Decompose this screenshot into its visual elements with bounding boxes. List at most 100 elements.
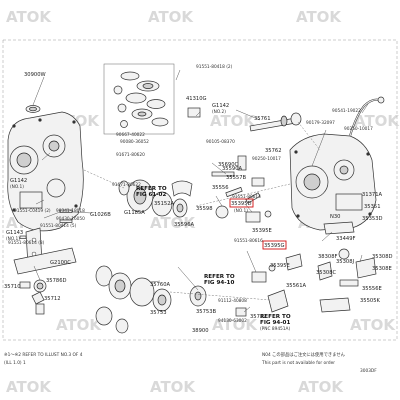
part-label: 91551-80614 (8) (8, 240, 45, 246)
footnote-right: This part is not available for order (261, 360, 335, 366)
part-label: 35395E (270, 263, 290, 269)
refer-note: FIG 61-02 (136, 192, 166, 198)
part-35395g (251, 264, 276, 283)
watermark-logo: ATOK (56, 316, 102, 334)
part-label: 35753B (196, 309, 217, 315)
part-label: G1142 (212, 103, 229, 109)
part-label: G1143 (6, 230, 23, 236)
plate-g2100c (13, 247, 77, 275)
shift-parts-35596a (211, 171, 265, 219)
transaxle-housing-right (289, 133, 377, 231)
part-label: 90179-32097 (306, 120, 335, 126)
watermark-logo: ATOK (150, 214, 196, 232)
watermark-logo: ATOK (298, 378, 344, 396)
part-label: 35690C (218, 162, 239, 168)
part-label: 35710 (4, 284, 21, 290)
part-label: 91551-80616 (234, 238, 263, 244)
oil-pipe (349, 96, 385, 137)
refer-note: FIG 94-10 (204, 280, 234, 286)
gear-35505k (319, 297, 351, 313)
part-label: 35590A (222, 166, 243, 172)
refer-note: REFER TO (136, 186, 167, 192)
watermark-logo: ATOK (350, 316, 396, 334)
part-label: 90430-16050 (56, 216, 85, 222)
highlight-35395d (229, 198, 254, 208)
highlight-35395g (262, 240, 287, 250)
clip-35308e (317, 261, 333, 281)
part-label: 91551-C0419 (2) (14, 208, 51, 214)
seal-ring-left (25, 105, 41, 113)
watermark-logo: ATOK (6, 8, 52, 26)
part-35395d (245, 210, 272, 223)
part-label: 38900 (192, 328, 209, 334)
part-label: 35753 (150, 310, 167, 316)
part-label: (NO.1) (6, 236, 20, 242)
part-label: 94130-63002 (218, 318, 247, 324)
watermark-logo: ATOK (212, 316, 258, 334)
part-label: 35353D (362, 216, 383, 222)
part-label: G1026B (90, 212, 111, 218)
shaft-35761 (249, 112, 302, 132)
ring-35561a (267, 289, 289, 313)
part-label: 35712 (44, 296, 61, 302)
transaxle-case-left (7, 111, 84, 232)
part-label: G2100C (50, 260, 71, 266)
part-label: 91671-80622 (112, 182, 141, 188)
part-label: G1142 (10, 178, 27, 184)
part-label: 35762 (265, 148, 282, 154)
part-label: 35308D (372, 254, 393, 260)
watermark-logo: ATOK (148, 8, 194, 26)
part-label: 35786D (46, 278, 67, 284)
part-label: 35761 (254, 116, 271, 122)
part-label: 91112-40808 (218, 298, 247, 304)
part-label: 90667-40022 (116, 132, 145, 138)
clip-35308j (338, 248, 350, 260)
refer-note: REFER TO (260, 314, 291, 320)
part-label: 90250-10017 (344, 126, 373, 132)
part-label: 35596A (174, 222, 195, 228)
part-labels: 30900W 91551-80418 (2) 41310G G1142 (NO.… (4, 64, 393, 334)
part-label: 90250-10017 (252, 156, 281, 162)
part-label: 38308F (318, 254, 338, 260)
part-label: 35557B (226, 175, 247, 181)
guide-35556e (339, 279, 359, 287)
footnotes: ※1〜※2 REFER TO ILLUST NO.3 OF 4 (ILL 1.0… (4, 351, 377, 374)
part-label: G1185A (124, 210, 145, 216)
part-label: 35505K (360, 298, 381, 304)
footnote-left: (ILL 1.0) 1 (4, 360, 26, 366)
watermark-logo: ATOK (210, 112, 256, 130)
part-label: 30900W (24, 72, 46, 78)
part-label: 31371A (362, 192, 383, 198)
part-label: 35351 (364, 204, 381, 210)
part-label: 35395E (252, 228, 272, 234)
part-label: 91551-80418 (2) (196, 64, 233, 70)
cover-35753 (189, 285, 207, 307)
seal-35786d (33, 279, 47, 293)
part-label: 91551-80614 (232, 194, 261, 200)
part-label: 90080-36052 (120, 139, 149, 145)
watermark-logo: ATOK (6, 378, 52, 396)
part-label: (NO.2) (212, 109, 226, 115)
part-label: 91551-80414 (5) (40, 223, 77, 229)
part-label: 41310G (186, 96, 207, 102)
leader-lines (32, 69, 369, 313)
part-label: 33449F (336, 236, 356, 242)
footnote-left: ※1〜※2 REFER TO ILLUST NO.3 OF 4 (4, 352, 83, 358)
part-label-highlighted: 35395G (264, 243, 285, 249)
part-label: 90105-08370 (206, 139, 235, 145)
part-label: 35556E (362, 286, 382, 292)
diagram-code: 3003DF (360, 368, 377, 374)
refer-note: REFER TO (204, 274, 235, 280)
part-label: 90341-18018 (56, 208, 85, 214)
part-label: N30 (330, 214, 340, 220)
refer-note: FIG 94-01 (260, 320, 290, 326)
part-label: 35598 (196, 206, 213, 212)
part-label: 35152A (154, 201, 175, 207)
watermark-logo: ATOK (354, 112, 400, 130)
footnote-right: N04 この部品はご注文には使用できません (262, 351, 346, 358)
plate-33449f (323, 221, 355, 235)
part-label: 35556 (212, 185, 229, 191)
part-label-highlighted: 35395D (231, 201, 252, 207)
